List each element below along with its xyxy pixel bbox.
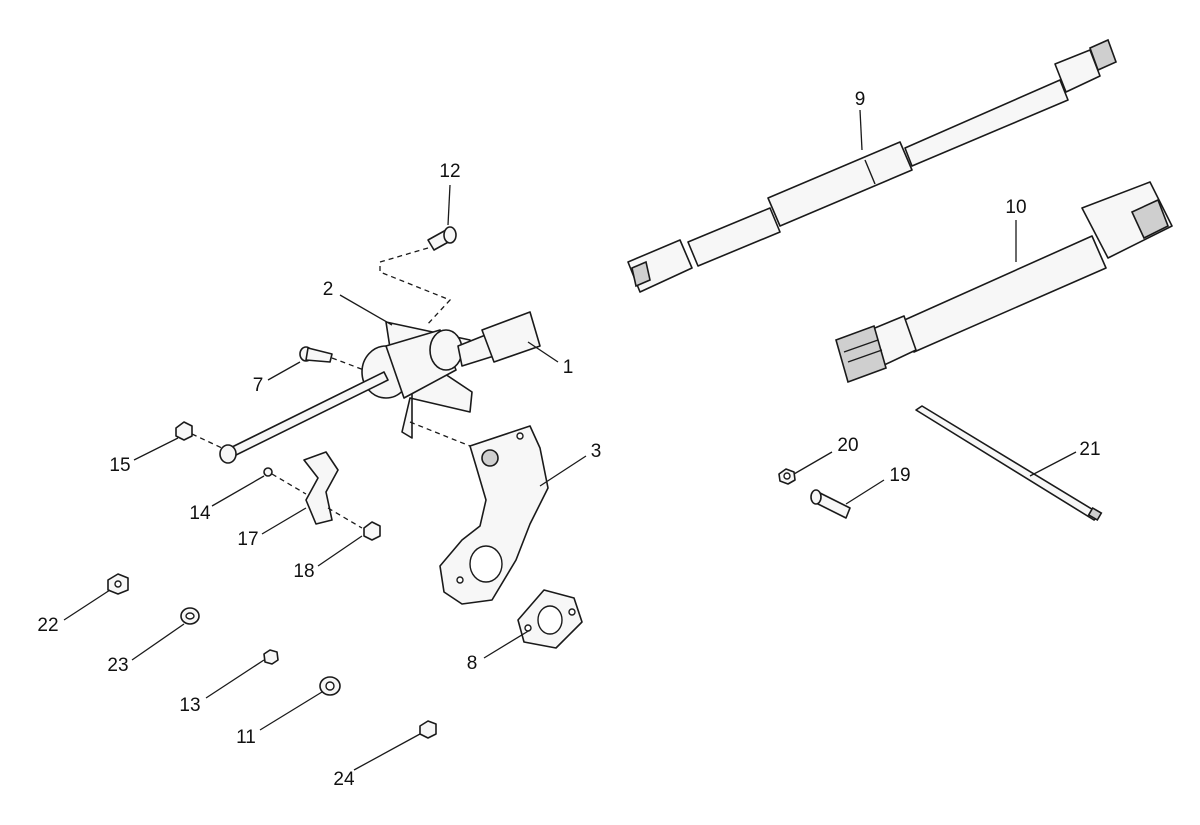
callout-2: 2 [323, 279, 334, 300]
callout-7: 7 [253, 375, 264, 396]
callout-12: 12 [439, 161, 460, 182]
leader-lines [63, 109, 1077, 771]
part-23-washer [180, 607, 200, 625]
part-3-mounting-bracket [409, 421, 549, 605]
part-22-nut [107, 573, 129, 595]
callout-8: 8 [467, 653, 478, 674]
part-13-nut [263, 649, 279, 665]
rod [225, 371, 389, 459]
callout-20: 20 [837, 435, 858, 456]
callout-24: 24 [333, 769, 355, 790]
part-11-washer [319, 676, 341, 696]
part-7-bolt [299, 346, 365, 371]
callout-15: 15 [109, 455, 130, 476]
part-19-screw [810, 489, 851, 519]
part-8-gasket [517, 589, 583, 649]
callout-23: 23 [107, 655, 128, 676]
part-14-nut [263, 467, 273, 477]
callout-11: 11 [236, 727, 256, 748]
callout-14: 14 [189, 503, 211, 524]
part-12-bolt [379, 226, 457, 327]
part-9-wire-harness [627, 38, 1118, 293]
callout-3: 3 [591, 441, 602, 462]
callout-10: 10 [1005, 197, 1026, 218]
part-18-bolt [363, 521, 381, 541]
callout-9: 9 [855, 89, 866, 110]
part-17-clip [271, 451, 363, 529]
part-10-wire-harness [835, 181, 1173, 384]
callout-18: 18 [293, 561, 314, 582]
callout-21: 21 [1079, 439, 1100, 460]
part-15-bolt [175, 421, 237, 464]
callout-17: 17 [237, 529, 258, 550]
part-21-cable-tie [915, 405, 1103, 522]
callout-19: 19 [889, 465, 910, 486]
callout-13: 13 [179, 695, 200, 716]
part-20-nut [778, 468, 796, 485]
callout-1: 1 [563, 357, 574, 378]
part-24-nut [419, 720, 437, 739]
callout-22: 22 [37, 615, 58, 636]
